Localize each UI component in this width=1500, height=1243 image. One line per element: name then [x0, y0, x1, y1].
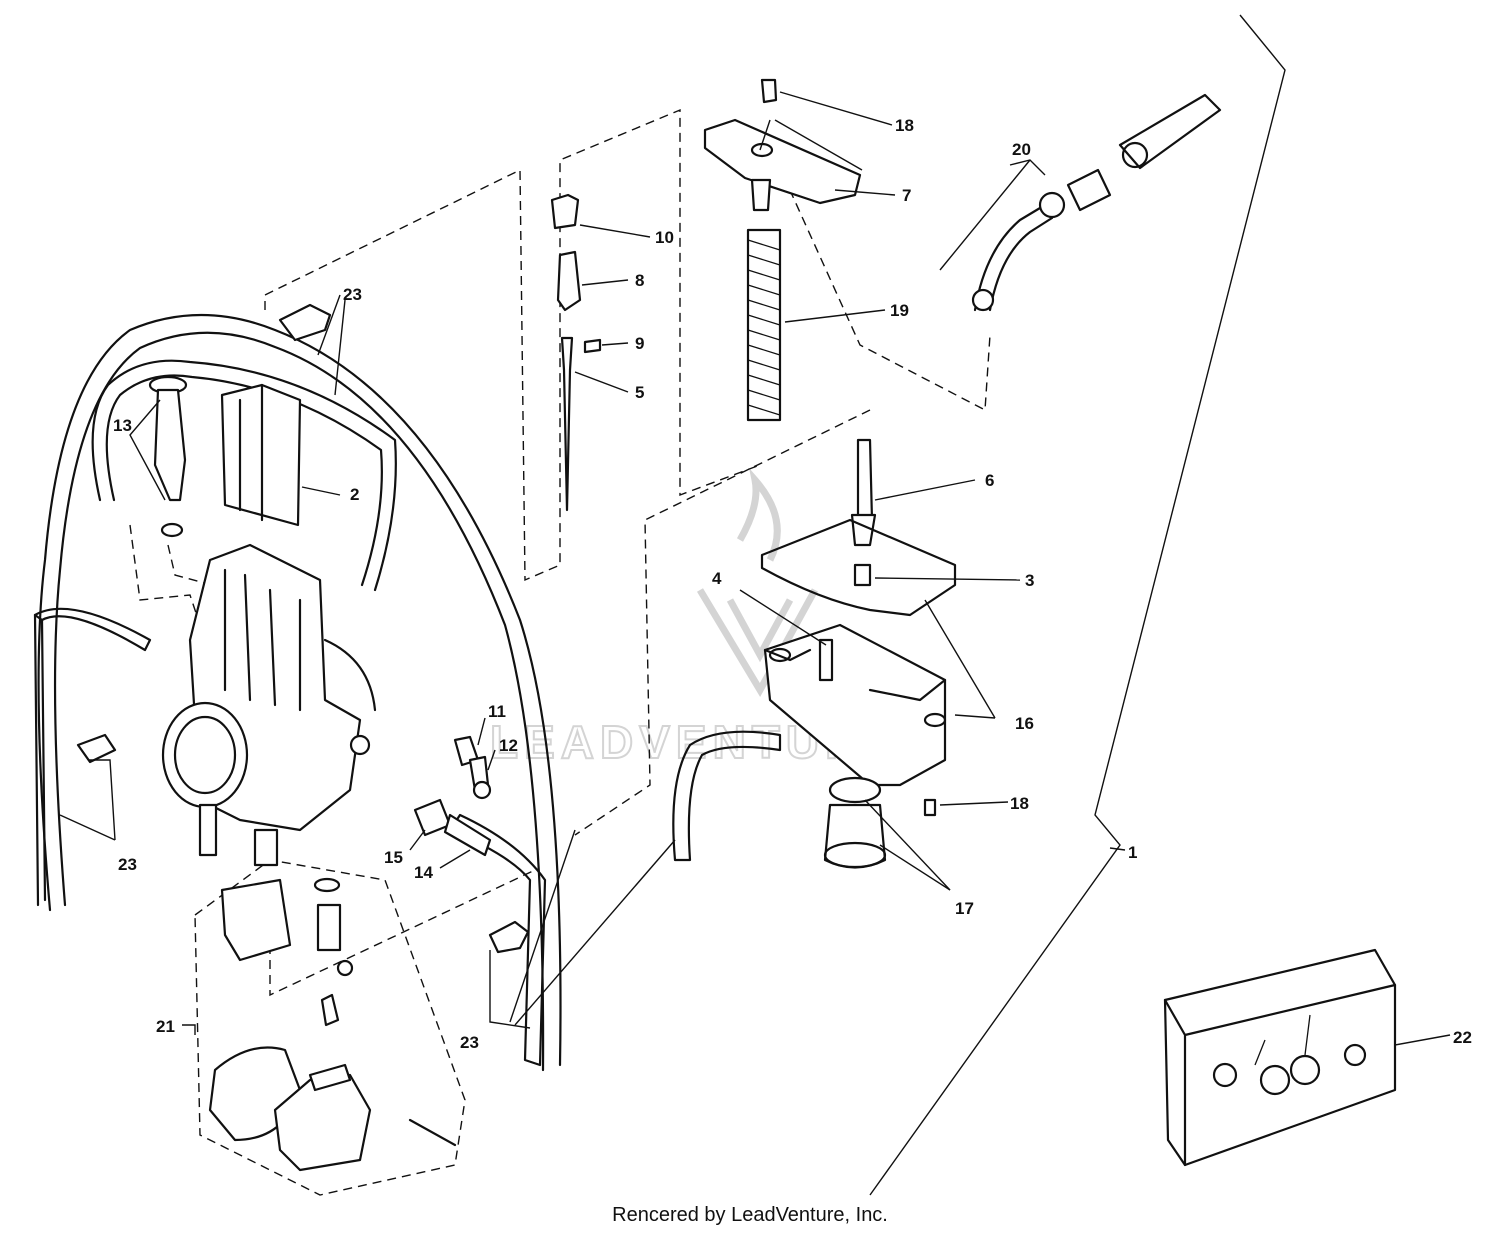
callout-labels: 1 2 3 4 5 6 7 8 9 10 11 12 13 14 15 16 1… [113, 116, 1472, 1052]
callout-13: 13 [113, 416, 132, 435]
callout-7: 7 [902, 186, 911, 205]
vent-hoses [33, 313, 782, 1072]
assembly-boundary [869, 14, 1286, 1196]
part-13-pilot-screw [148, 375, 188, 538]
part-17-drain-plug [823, 776, 887, 869]
callout-10: 10 [655, 228, 674, 247]
callout-11: 11 [488, 702, 506, 721]
callout-14: 14 [414, 863, 433, 882]
part-21-float-kit [208, 877, 457, 1172]
callout-2: 2 [350, 485, 359, 504]
top-cap-assembly [703, 78, 862, 422]
leader-lines [59, 91, 1451, 1046]
callout-17: 17 [955, 899, 974, 918]
small-parts [413, 735, 492, 857]
callout-15: 15 [384, 848, 403, 867]
footer-credit: Rencered by LeadVenture, Inc. [612, 1204, 888, 1226]
callout-1: 1 [1128, 843, 1137, 862]
needle-assembly [550, 193, 602, 512]
callout-16: 16 [1015, 714, 1034, 733]
float-chamber-assembly [760, 438, 957, 817]
callout-12: 12 [499, 736, 518, 755]
callout-8: 8 [635, 271, 644, 290]
callout-3: 3 [1025, 571, 1034, 590]
callout-18-bottom: 18 [1010, 794, 1029, 813]
callout-6: 6 [985, 471, 994, 490]
part-22-kit-package [1163, 948, 1397, 1167]
part-20-throttle-cable-adjuster [971, 93, 1222, 312]
callout-9: 9 [635, 334, 644, 353]
callout-23-bottom: 23 [460, 1033, 479, 1052]
callout-23-top: 23 [343, 285, 362, 304]
callout-20: 20 [1012, 140, 1031, 159]
carburetor-body [161, 543, 377, 867]
callout-21: 21 [156, 1017, 175, 1036]
callout-23-left: 23 [118, 855, 137, 874]
guide-lines [129, 108, 991, 1196]
callout-19: 19 [890, 301, 909, 320]
callout-4: 4 [712, 569, 722, 588]
callout-22: 22 [1453, 1028, 1472, 1047]
callout-18-top: 18 [895, 116, 914, 135]
callout-5: 5 [635, 383, 644, 402]
hose-clamps [76, 303, 530, 954]
